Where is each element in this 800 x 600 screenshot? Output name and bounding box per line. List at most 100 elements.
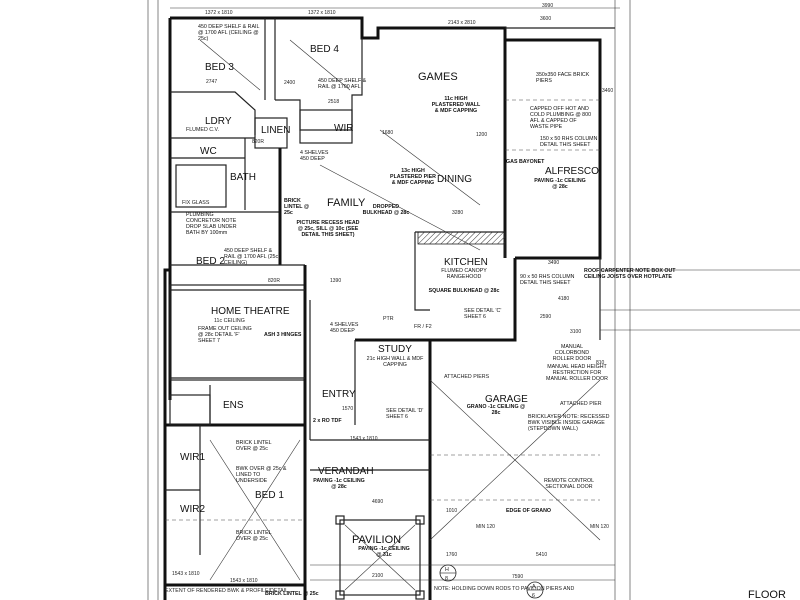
room-home-theatre: HOME THEATRE (211, 306, 290, 317)
room-family: FAMILY (327, 197, 366, 209)
room-entry: ENTRY (322, 389, 356, 400)
dim-1200: 1200 (476, 132, 487, 138)
note-attached-piers: ATTACHED PIERS (444, 374, 490, 380)
note-dining-pier: 13c HIGH PLASTERED PIER & MDF CAPPING (390, 168, 436, 186)
dim-3600: 3600 (540, 16, 551, 22)
dim-3280: 3280 (452, 210, 463, 216)
note-theatre-frame: FRAME OUT CEILING @ 28c DETAIL 'F' SHEET… (198, 326, 252, 344)
note-bath-glass: FIX GLASS (182, 200, 210, 206)
room-ldry: LDRY (205, 116, 232, 127)
room-wir1: WIR1 (180, 452, 205, 463)
dim-2747: 2747 (206, 79, 217, 85)
floor-title: FLOOR (748, 589, 786, 600)
note-alfresco-paving: PAVING -1c CEILING @ 28c (534, 178, 586, 190)
dim-1760: 1760 (446, 552, 457, 558)
note-fr: FR / F2 (414, 324, 432, 330)
note-verandah-paving: PAVING -1c CEILING @ 28c (313, 478, 365, 490)
note-flumed-cv: FLUMED C.V. (186, 127, 219, 133)
note-garage-roller: MANUAL COLORBOND ROLLER DOOR (553, 344, 592, 360)
room-linen: LINEN (261, 125, 290, 136)
dim-2100: 2100 (372, 573, 383, 579)
dim-810: 810 (596, 360, 605, 366)
dim-4180: 4180 (558, 296, 569, 302)
dim-3490: 3490 (548, 260, 559, 266)
dim-3460: 3460 (602, 88, 613, 94)
room-bed2: BED 2 (196, 256, 225, 267)
dim-7590: 7590 (512, 574, 523, 580)
dim-1680: 1680 (382, 130, 393, 136)
grid-h: H (445, 567, 449, 573)
note-study-wall: 21c HIGH WALL & MDF CAPPING (367, 356, 424, 368)
note-brick-lintel-family: BRICK LINTEL @ 25c (284, 198, 309, 214)
room-ens: ENS (223, 400, 244, 411)
dim-top1: 1372 x 1810 (205, 10, 233, 16)
dim-3990: 3990 (542, 3, 553, 9)
note-see-detail-c: SEE DETAIL 'C' SHEET 6 (464, 308, 501, 320)
dim-4690: 4690 (372, 499, 383, 505)
room-pavilion: PAVILION (352, 534, 401, 546)
note-brick-lintel-bed1: BRICK LINTEL OVER @ 25c (236, 440, 271, 452)
note-alfresco-piers: 350x350 FACE BRICK PIERS (536, 72, 589, 84)
room-labels: BED 3 BED 4 GAMES LDRY LINEN WIR WC BATH… (180, 44, 786, 600)
detail-lines (147, 0, 800, 600)
note-attached-pier: ATTACHED PIER (560, 401, 602, 407)
dim-1390: 1390 (330, 278, 341, 284)
room-kitchen: KITCHEN (444, 257, 488, 268)
dim-2400: 2400 (284, 80, 295, 86)
dim-3100: 3100 (570, 329, 581, 335)
room-games: GAMES (418, 71, 458, 83)
note-tdf: 2 x RO TDF (313, 418, 342, 424)
note-bath-plumbing: PLUMBING CONCRETOR NOTE DROP SLAB UNDER … (186, 212, 237, 236)
dim-820b: 820R (268, 278, 280, 284)
room-study: STUDY (378, 344, 412, 355)
note-gas-bayonet: GAS BAYONET (506, 159, 545, 165)
room-bath: BATH (230, 172, 256, 183)
note-theatre-hinges: ASH 3 HINGES (264, 332, 301, 338)
note-study-shelves: 4 SHELVES 450 DEEP (330, 322, 358, 334)
note-square-bulkhead: SQUARE BULKHEAD @ 28c (429, 288, 500, 294)
note-garage-paving: GRANO -1c CEILING @ 28c (467, 404, 525, 416)
grid-markers: H 8 A 6 (439, 564, 544, 599)
note-linen-shelves: 4 SHELVES 450 DEEP (300, 150, 328, 162)
note-extent-rendered: EXTENT OF RENDERED BWK & PROFILE/DETAIL.… (165, 588, 293, 594)
note-plumbing: CAPPED OFF HOT AND COLD PLUMBING @ 800 A… (530, 106, 591, 130)
dim-top2: 1372 x 1810 (308, 10, 336, 16)
note-dropped-bulkhead: DROPPED BULKHEAD @ 28c (363, 204, 410, 216)
note-ptr: PTR (383, 316, 394, 322)
dim-min120a: MIN 120 (476, 524, 495, 530)
room-bed4: BED 4 (310, 44, 339, 55)
room-garage: GARAGE (485, 394, 528, 405)
note-study-detail: SEE DETAIL 'D' SHEET 6 (386, 408, 423, 420)
note-bricklayer: BRICKLAYER NOTE: RECESSED BWK VISIBLE IN… (528, 414, 609, 432)
note-picture-recess: PICTURE RECESS HEAD @ 25c, SILL @ 10c (S… (297, 220, 360, 238)
note-bwk-over: BWK OVER @ 25c & LINED TO UNDERSIDE (236, 466, 286, 482)
dim-1543c: 1543 x 1810 (230, 578, 258, 584)
dim-5410: 5410 (536, 552, 547, 558)
room-wc: WC (200, 146, 217, 157)
dim-1543b: 1543 x 1810 (172, 571, 200, 577)
room-dining: DINING (437, 174, 472, 185)
note-column: 150 x 50 RHS COLUMN DETAIL THIS SHEET (540, 136, 597, 148)
note-roof-carpenter: ROOF CARPENTER NOTE BOX OUT CEILING JOIS… (584, 268, 676, 280)
interior-walls (165, 18, 506, 600)
dim-2590: 2590 (540, 314, 551, 320)
note-brick-lintel-bottom: BRICK LINTEL @ 25c (265, 591, 319, 597)
room-bed3: BED 3 (205, 62, 234, 73)
note-theatre-ceiling: 11c CEILING (214, 318, 245, 324)
grid-6: 6 (532, 593, 535, 599)
dim-1543a: 1543 x 1810 (350, 436, 378, 442)
room-bed1: BED 1 (255, 490, 284, 501)
note-edge-of-grano: EDGE OF GRANO (506, 508, 551, 514)
note-garage-head: MANUAL HEAD HEIGHT RESTRICTION FOR MANUA… (546, 364, 608, 382)
room-alfresco: ALFRESCO (545, 166, 599, 177)
annotation-notes: 450 DEEP SHELF & RAIL @ 1700 AFL (CEILIN… (165, 24, 676, 597)
grid-a: A (532, 584, 536, 590)
note-pavilion-paving: PAVING -1c CEILING @ 31c (358, 546, 410, 558)
dim-min120b: MIN 120 (590, 524, 609, 530)
note-kitchen-column: 90 x 50 RHS COLUMN DETAIL THIS SHEET (520, 274, 574, 286)
note-bed2-shelf: 450 DEEP SHELF & RAIL @ 1700 AFL (25c CE… (224, 248, 278, 266)
note-bed3-shelf: 450 DEEP SHELF & RAIL @ 1700 AFL (CEILIN… (198, 24, 259, 42)
dim-top3: 2143 x 2810 (448, 20, 476, 26)
room-wir2: WIR2 (180, 504, 205, 515)
